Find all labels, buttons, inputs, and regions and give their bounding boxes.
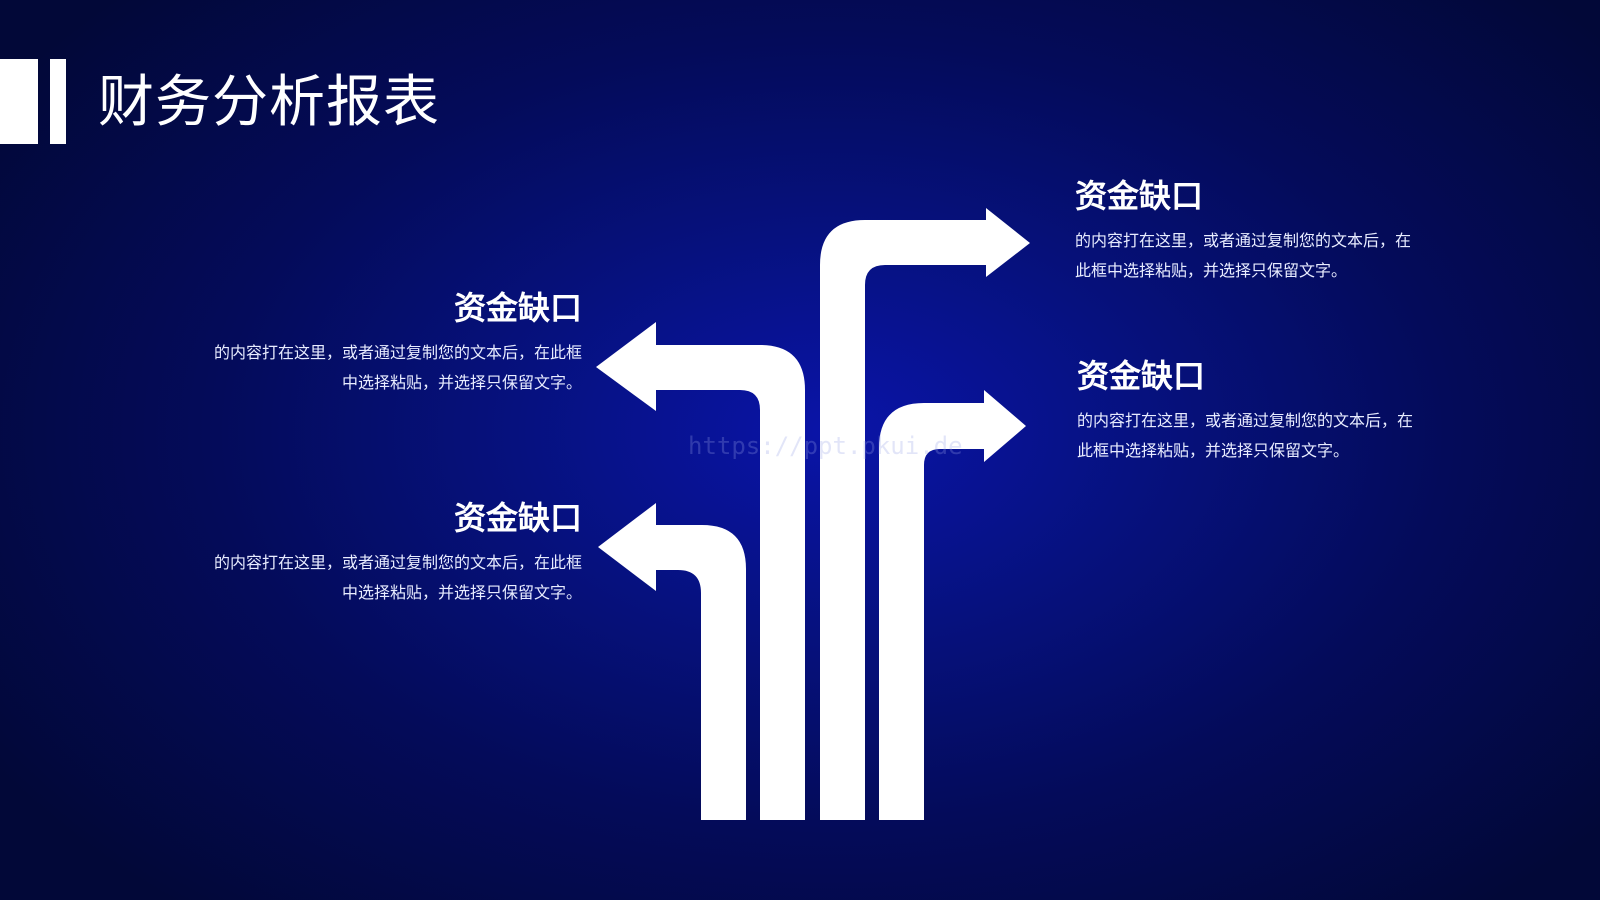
block-description: 的内容打在这里，或者通过复制您的文本后，在 此框中选择粘贴，并选择只保留文字。 [1077,406,1497,466]
text-block-right-top: 资金缺口 的内容打在这里，或者通过复制您的文本后，在 此框中选择粘贴，并选择只保… [1075,176,1495,286]
block-description: 的内容打在这里，或者通过复制您的文本后，在此框 中选择粘贴，并选择只保留文字。 [160,338,582,398]
block-description-line: 的内容打在这里，或者通过复制您的文本后，在此框 [213,553,582,572]
page-title: 财务分析报表 [98,70,440,135]
block-description-line: 中选择粘贴，并选择只保留文字。 [341,373,582,392]
title-accent-bar-thin [50,59,66,144]
arrow-right-icon [879,390,1026,820]
block-heading: 资金缺口 [453,499,582,537]
text-block-left-top: 资金缺口 的内容打在这里，或者通过复制您的文本后，在此框 中选择粘贴，并选择只保… [160,288,582,398]
block-description-line: 此框中选择粘贴，并选择只保留文字。 [1075,261,1348,280]
text-block-right-bottom: 资金缺口 的内容打在这里，或者通过复制您的文本后，在 此框中选择粘贴，并选择只保… [1077,356,1497,466]
title-accent-bar [0,59,38,144]
block-description-line: 的内容打在这里，或者通过复制您的文本后，在 [1075,231,1412,250]
text-block-left-bottom: 资金缺口 的内容打在这里，或者通过复制您的文本后，在此框 中选择粘贴，并选择只保… [160,498,582,608]
block-description: 的内容打在这里，或者通过复制您的文本后，在 此框中选择粘贴，并选择只保留文字。 [1075,226,1495,286]
block-heading: 资金缺口 [1075,177,1204,215]
arrow-left-icon [598,503,746,820]
arrow-right-icon [820,208,1030,820]
block-description-line: 中选择粘贴，并选择只保留文字。 [341,583,582,602]
block-heading: 资金缺口 [1077,357,1206,395]
block-description: 的内容打在这里，或者通过复制您的文本后，在此框 中选择粘贴，并选择只保留文字。 [160,548,582,608]
block-description-line: 的内容打在这里，或者通过复制您的文本后，在此框 [213,343,582,362]
watermark: https://ppt.pkui.de [688,432,963,460]
block-description-line: 的内容打在这里，或者通过复制您的文本后，在 [1077,411,1414,430]
block-description-line: 此框中选择粘贴，并选择只保留文字。 [1077,441,1350,460]
arrow-left-icon [596,322,805,820]
block-heading: 资金缺口 [453,289,582,327]
